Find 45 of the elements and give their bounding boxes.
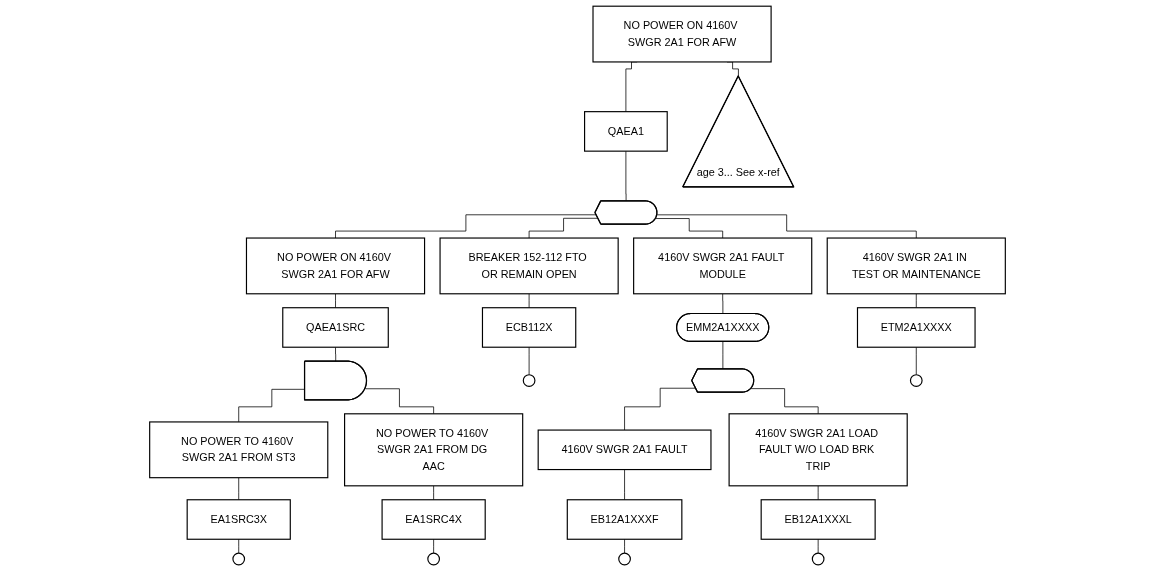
- connector: [655, 218, 724, 239]
- node-box: NO POWER ON 4160V SWGR 2A1 FOR AFW: [592, 5, 772, 63]
- connector: [335, 214, 597, 239]
- node-box: QAEA1: [584, 111, 668, 152]
- node-box: NO POWER TO 4160V SWGR 2A1 FROM DG AAC: [344, 413, 524, 487]
- node-box: 4160V SWGR 2A1 LOAD FAULT W/O LOAD BRK TRIP: [728, 413, 908, 487]
- node-circle: [909, 374, 923, 387]
- node-box: NO POWER ON 4160V SWGR 2A1 FOR AFW: [245, 237, 426, 295]
- connector: [915, 346, 917, 376]
- node-box: QAEA1SRC: [282, 307, 389, 348]
- connector: [528, 346, 530, 376]
- connector: [364, 388, 435, 415]
- connector: [238, 538, 240, 554]
- node-circle: [522, 374, 536, 387]
- connector: [528, 217, 599, 239]
- node-box: 4160V SWGR 2A1 IN TEST OR MAINTENANCE: [826, 237, 1006, 295]
- node-circle: [427, 552, 441, 566]
- connector: [238, 477, 240, 501]
- connector: [722, 293, 724, 315]
- node-box: ETM2A1XXXX: [856, 307, 976, 348]
- node-circle: [232, 552, 246, 566]
- node-box: NO POWER TO 4160V SWGR 2A1 FROM ST3: [149, 421, 329, 479]
- connector: [817, 538, 819, 554]
- connector: [433, 538, 435, 554]
- connector: [750, 388, 819, 415]
- node-circle: [811, 552, 825, 566]
- node-circle: [618, 552, 631, 566]
- connector: [624, 469, 625, 501]
- node-box: 4160V SWGR 2A1 FAULT MODULE: [633, 237, 813, 295]
- node-box: EA1SRC3X: [186, 499, 291, 540]
- connector: [817, 485, 819, 501]
- connector: [528, 293, 530, 309]
- connector: [915, 293, 917, 309]
- node-box: EB12A1XXXF: [566, 499, 683, 540]
- node-box: EA1SRC4X: [381, 499, 486, 540]
- node-box: BREAKER 152-112 FTO OR REMAIN OPEN: [439, 237, 619, 295]
- node-box: 4160V SWGR 2A1 FAULT: [537, 429, 712, 471]
- connector: [335, 346, 337, 362]
- connector: [335, 293, 336, 309]
- node-box: EB12A1XXXL: [760, 499, 876, 540]
- connector: [433, 485, 435, 501]
- node-box: ECB112X: [481, 307, 577, 348]
- connector: [624, 387, 697, 431]
- connector: [656, 214, 917, 239]
- connector: [624, 538, 625, 554]
